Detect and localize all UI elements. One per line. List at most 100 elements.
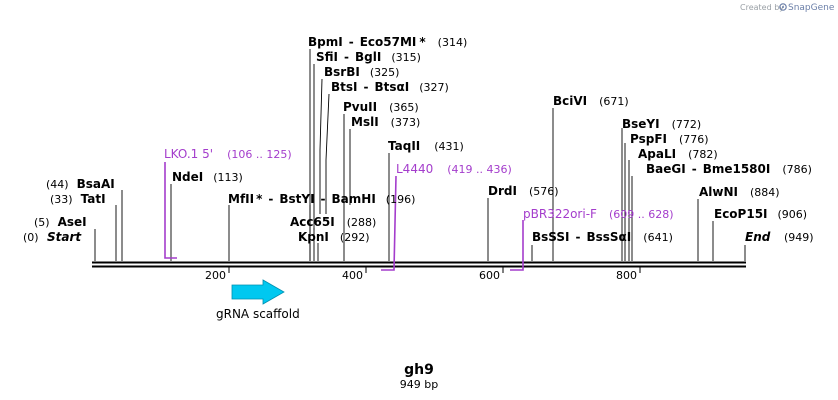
enzyme-name: BsrBI xyxy=(324,65,360,79)
enzyme-name: Acc65I xyxy=(290,215,335,229)
ruler-tick-label: 800 xyxy=(616,269,637,282)
enzyme-name: SfiI xyxy=(316,50,338,64)
enzyme-label-bsrbi[interactable]: BsrBI (325) xyxy=(324,65,399,79)
enzyme-label-mfii-group[interactable]: MfII*-BstYI-BamHI(196) xyxy=(228,192,415,206)
enzyme-name: MslI xyxy=(351,115,379,129)
start-position: (0) xyxy=(23,231,39,244)
enzyme-label-kpni[interactable]: KpnI (292) xyxy=(298,230,370,244)
enzyme-name: BssSαI xyxy=(586,230,631,244)
enzyme-name: BsaAI xyxy=(77,177,115,191)
enzyme-name: BciVI xyxy=(553,94,587,108)
enzyme-name: BseYI xyxy=(622,117,660,131)
enzyme-position: (906) xyxy=(778,208,808,221)
enzyme-name: PspFI xyxy=(630,132,667,146)
primer-range: (419 .. 436) xyxy=(447,163,512,176)
feature-label: gRNA scaffold xyxy=(216,307,300,321)
snapgene-logo-icon xyxy=(779,3,787,11)
enzyme-name: EcoP15I xyxy=(714,207,768,221)
primer-labels: LKO.1 5' (106 .. 125) L4440(419 .. 436) p… xyxy=(164,147,674,221)
enzyme-site-lines xyxy=(94,49,746,261)
enzyme-label-acc65i[interactable]: Acc65I (288) xyxy=(290,215,376,229)
enzyme-position: (44) xyxy=(46,178,69,191)
enzyme-position: (288) xyxy=(347,216,377,229)
enzyme-name: BamHI xyxy=(332,192,376,206)
enzyme-label-taqii[interactable]: TaqII(431) xyxy=(388,139,464,153)
enzyme-name: ApaLI xyxy=(638,147,676,161)
enzyme-label-drdi[interactable]: DrdI (576) xyxy=(488,184,559,198)
enzyme-star: * xyxy=(419,35,426,49)
enzyme-position: (292) xyxy=(340,231,370,244)
primer-name: pBR322ori-F xyxy=(523,207,597,221)
snapgene-watermark: Created by SnapGene xyxy=(740,3,835,13)
primer-label-lko1[interactable]: LKO.1 5' (106 .. 125) xyxy=(164,147,292,161)
enzyme-position: (113) xyxy=(213,171,243,184)
ruler-tick-label: 400 xyxy=(342,269,363,282)
enzyme-name: BtsαI xyxy=(374,80,409,94)
enzyme-name: Bme1580I xyxy=(703,162,771,176)
enzyme-position: (314) xyxy=(438,36,468,49)
enzyme-name: DrdI xyxy=(488,184,517,198)
ruler-tick-label: 600 xyxy=(479,269,500,282)
enzyme-position: (196) xyxy=(386,193,416,206)
enzyme-label-btsi-group[interactable]: BtsI-BtsαI(327) xyxy=(331,80,449,94)
enzyme-name: AlwNI xyxy=(699,185,738,199)
enzyme-label-asei[interactable]: (5) AseI xyxy=(34,215,87,229)
enzyme-position: (786) xyxy=(782,163,812,176)
enzyme-name: PvuII xyxy=(343,100,377,114)
enzyme-position: (641) xyxy=(643,231,673,244)
enzyme-label-alwni[interactable]: AlwNI (884) xyxy=(699,185,780,199)
primer-label-pbr322ori[interactable]: pBR322ori-F (609 .. 628) xyxy=(523,207,674,221)
enzyme-star: * xyxy=(256,192,263,206)
enzyme-label-bseyi[interactable]: BseYI (772) xyxy=(622,117,701,131)
primer-range: (609 .. 628) xyxy=(609,208,674,221)
sequence-length: 949 bp xyxy=(400,378,438,391)
enzyme-label-bcivi[interactable]: BciVI(671) xyxy=(553,94,629,108)
primer-name: LKO.1 5' xyxy=(164,147,213,161)
enzyme-label-apali[interactable]: ApaLI (782) xyxy=(638,147,718,161)
feature-arrow-icon xyxy=(231,279,285,305)
enzyme-name: TatI xyxy=(81,192,106,206)
enzyme-name: BtsI xyxy=(331,80,358,94)
enzyme-name: BaeGI xyxy=(646,162,686,176)
enzyme-label-ecop15i[interactable]: EcoP15I (906) xyxy=(714,207,807,221)
enzyme-position: (327) xyxy=(419,81,449,94)
feature-grna-scaffold[interactable]: gRNA scaffold xyxy=(216,279,300,321)
enzyme-label-bsssi-group[interactable]: BsSSI-BssSαI(641) xyxy=(532,230,673,244)
enzyme-position: (373) xyxy=(391,116,421,129)
ruler: 200 400 600 800 xyxy=(205,267,641,282)
enzyme-name: BpmI xyxy=(308,35,343,49)
enzyme-position: (772) xyxy=(672,118,702,131)
watermark-brand: SnapGene xyxy=(788,3,835,13)
enzyme-labels: (5)AseI (33)TatI (44)BsaAI NdeI(113) MfI… xyxy=(34,35,812,244)
enzyme-label-sfii-group[interactable]: SfiI-BglI(315) xyxy=(316,50,421,64)
enzyme-name: NdeI xyxy=(172,170,203,184)
enzyme-position: (325) xyxy=(370,66,400,79)
ruler-tick-label: 200 xyxy=(205,269,226,282)
enzyme-label-bsaai[interactable]: (44) BsaAI xyxy=(46,177,115,191)
enzyme-name: BstYI xyxy=(279,192,314,206)
sequence-name: gh9 xyxy=(404,362,434,378)
enzyme-name: TaqII xyxy=(388,139,420,153)
enzyme-name: BsSSI xyxy=(532,230,570,244)
enzyme-position: (576) xyxy=(529,185,559,198)
enzyme-name: KpnI xyxy=(298,230,329,244)
primer-markers xyxy=(164,162,524,271)
primer-range: (106 .. 125) xyxy=(227,148,292,161)
enzyme-label-ndei[interactable]: NdeI (113) xyxy=(172,170,243,184)
enzyme-position: (782) xyxy=(688,148,718,161)
end-label: End xyxy=(745,230,771,244)
primer-label-l4440[interactable]: L4440(419 .. 436) xyxy=(396,162,512,176)
enzyme-label-baegi-group[interactable]: BaeGI-Bme1580I(786) xyxy=(646,162,812,176)
enzyme-label-pspfi[interactable]: PspFI (776) xyxy=(630,132,709,146)
enzyme-label-bpmi-group[interactable]: BpmI-Eco57MI*(314) xyxy=(308,35,467,49)
enzyme-name: AseI xyxy=(58,215,87,229)
watermark-prefix: Created by xyxy=(740,3,784,12)
enzyme-position: (5) xyxy=(34,216,50,229)
enzyme-label-msli[interactable]: MslI (373) xyxy=(351,115,420,129)
enzyme-position: (365) xyxy=(389,101,419,114)
enzyme-label-tati[interactable]: (33)TatI xyxy=(50,192,106,206)
enzyme-position: (776) xyxy=(679,133,709,146)
enzyme-label-pvuii[interactable]: PvuII (365) xyxy=(343,100,419,114)
enzyme-position: (315) xyxy=(391,51,421,64)
enzyme-position: (884) xyxy=(750,186,780,199)
